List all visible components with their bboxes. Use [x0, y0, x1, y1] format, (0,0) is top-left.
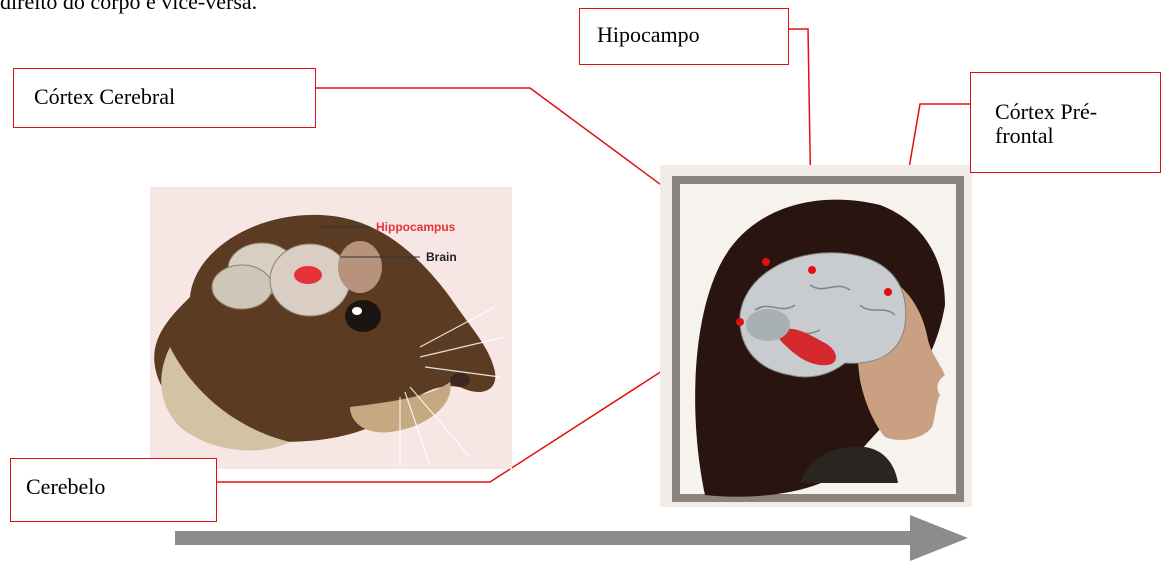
rat-label-brain: Brain: [426, 250, 457, 264]
label-cortex-cerebral: Córtex Cerebral: [13, 68, 316, 128]
rat-label-hippocampus: Hippocampus: [376, 220, 456, 234]
evolution-arrow: [170, 515, 970, 561]
label-cortex-pre-frontal-line1: Córtex Pré-: [995, 100, 1150, 124]
label-cerebelo: Cerebelo: [10, 458, 217, 522]
label-cerebelo-text: Cerebelo: [26, 475, 216, 499]
label-cortex-pre-frontal-line2: frontal: [995, 124, 1150, 148]
label-cortex-pre-frontal: Córtex Pré- frontal: [970, 72, 1161, 173]
human-brain-illustration: [660, 165, 972, 507]
rat-brain-illustration: Hippocampus Brain: [150, 187, 512, 469]
label-cortex-cerebral-text: Córtex Cerebral: [34, 85, 315, 109]
label-hipocampo: Hipocampo: [579, 8, 789, 65]
label-hipocampo-text: Hipocampo: [597, 23, 788, 47]
